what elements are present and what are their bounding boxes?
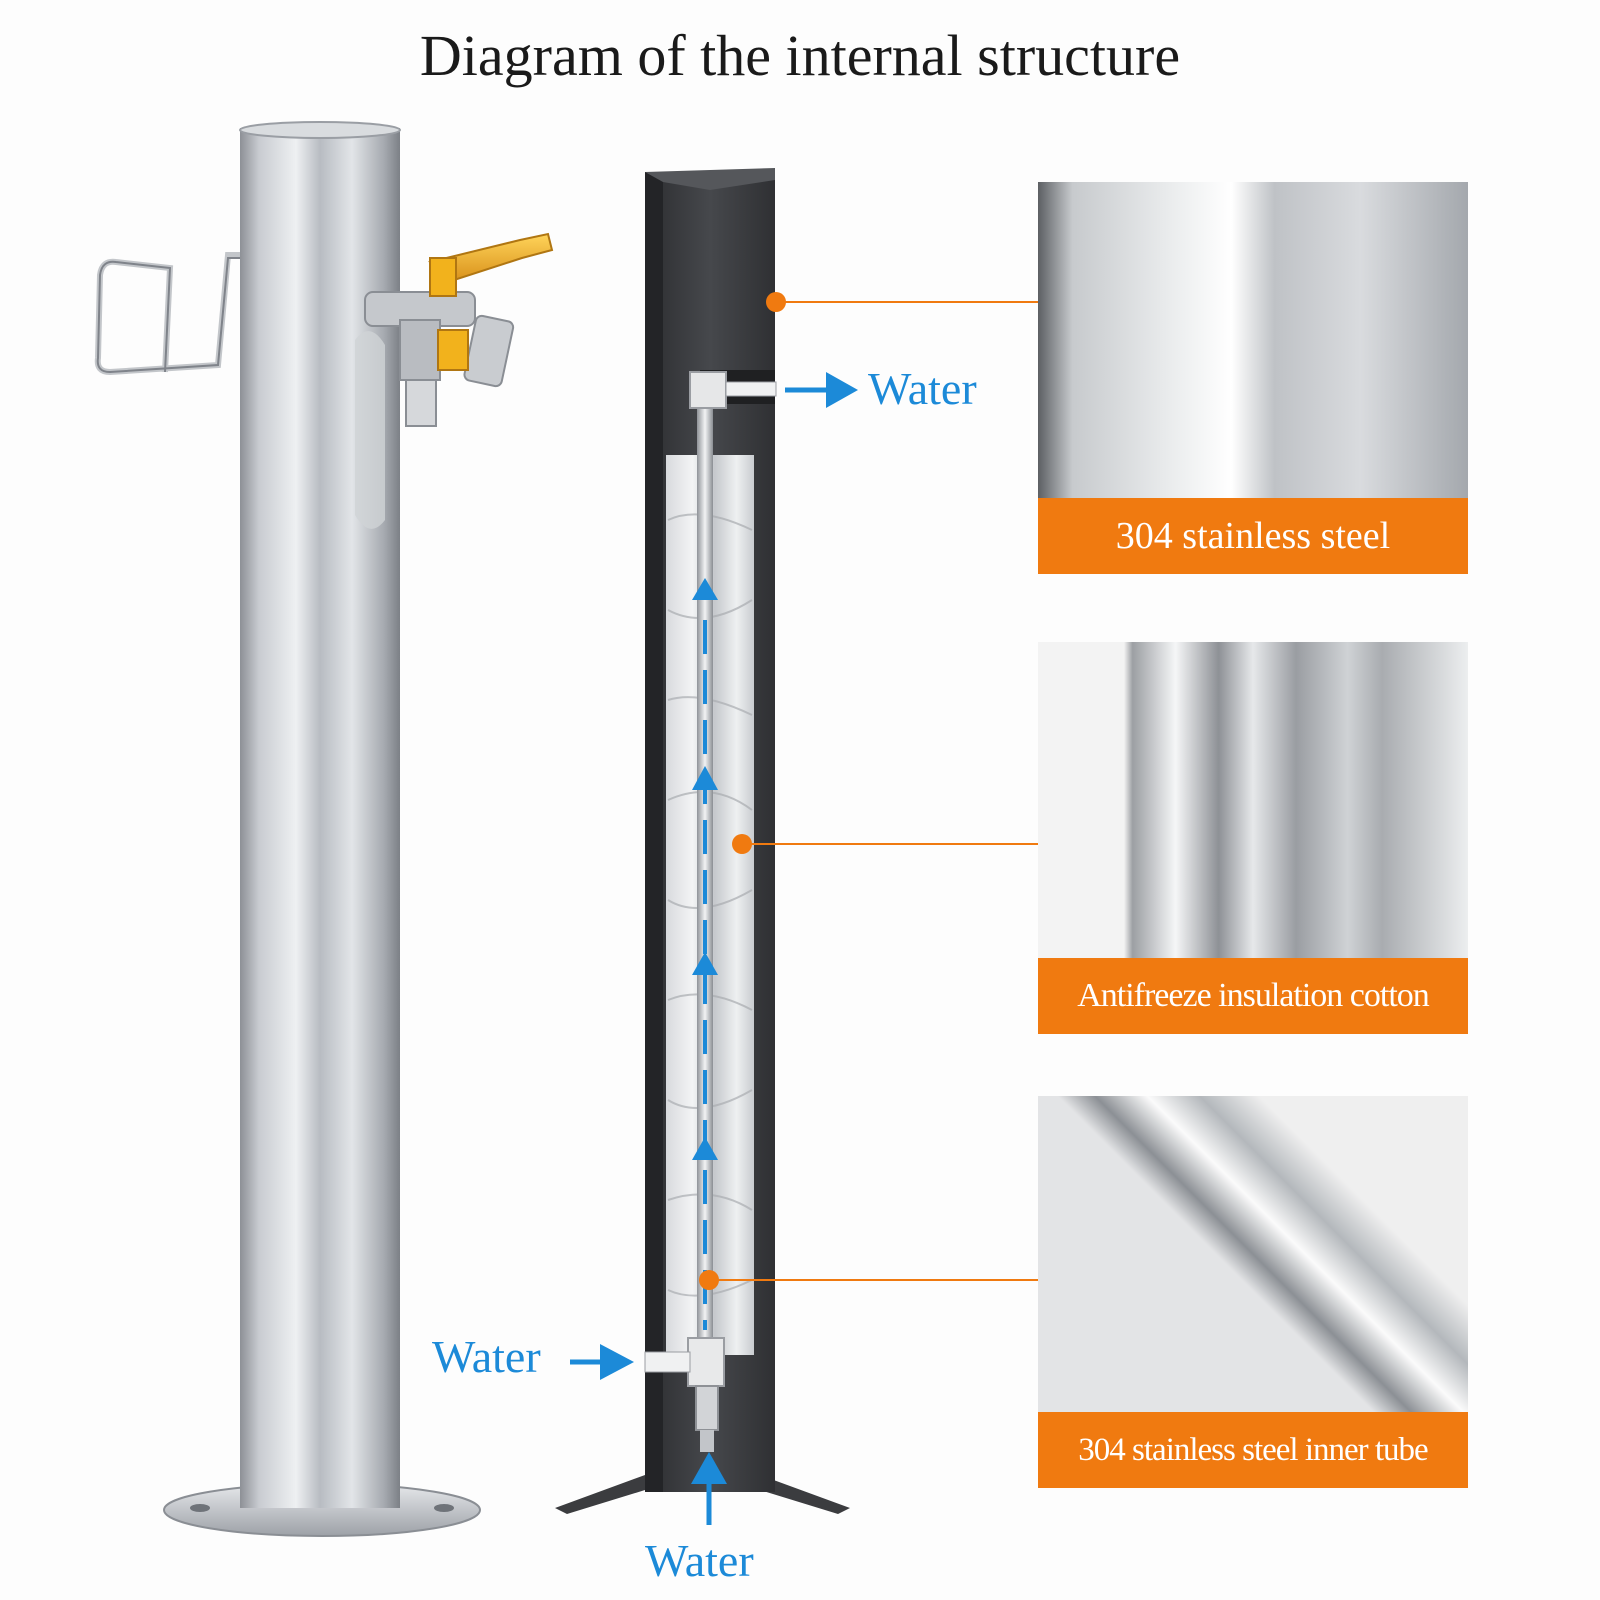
side-inlet-arrow: [600, 1344, 634, 1380]
outlet-arrow: [826, 372, 858, 408]
water-flow-arrows: [570, 372, 858, 1525]
panel-inner-tube-image: [1038, 1096, 1468, 1412]
panel-outer-shell-image: [1038, 182, 1468, 498]
water-side-inlet-label: Water: [432, 1331, 541, 1382]
water-outlet-label: Water: [868, 363, 977, 414]
cross-section-illustration: [555, 168, 850, 1514]
flow-arrow-up-1: [692, 578, 718, 600]
leader-dot-outer-shell: [766, 292, 786, 312]
flow-arrow-up-3: [692, 952, 718, 975]
leader-lines: [699, 292, 1038, 1290]
panel-insulation-caption: Antifreeze insulation cotton: [1038, 958, 1468, 1034]
leader-dot-inner-tube: [699, 1270, 719, 1290]
diagram-title: Diagram of the internal structure: [419, 23, 1181, 88]
panel-outer-shell-caption: 304 stainless steel: [1038, 498, 1468, 574]
water-bottom-inlet-label: Water: [645, 1535, 754, 1586]
exterior-post-illustration: [94, 121, 554, 1537]
panel-inner-tube-caption: 304 stainless steel inner tube: [1038, 1412, 1468, 1488]
flow-arrow-up-4: [692, 1137, 718, 1160]
bottom-inlet-arrow: [691, 1452, 727, 1484]
flow-arrow-up-2: [692, 766, 718, 790]
panel-insulation-image: [1038, 642, 1468, 958]
leader-dot-insulation: [732, 834, 752, 854]
